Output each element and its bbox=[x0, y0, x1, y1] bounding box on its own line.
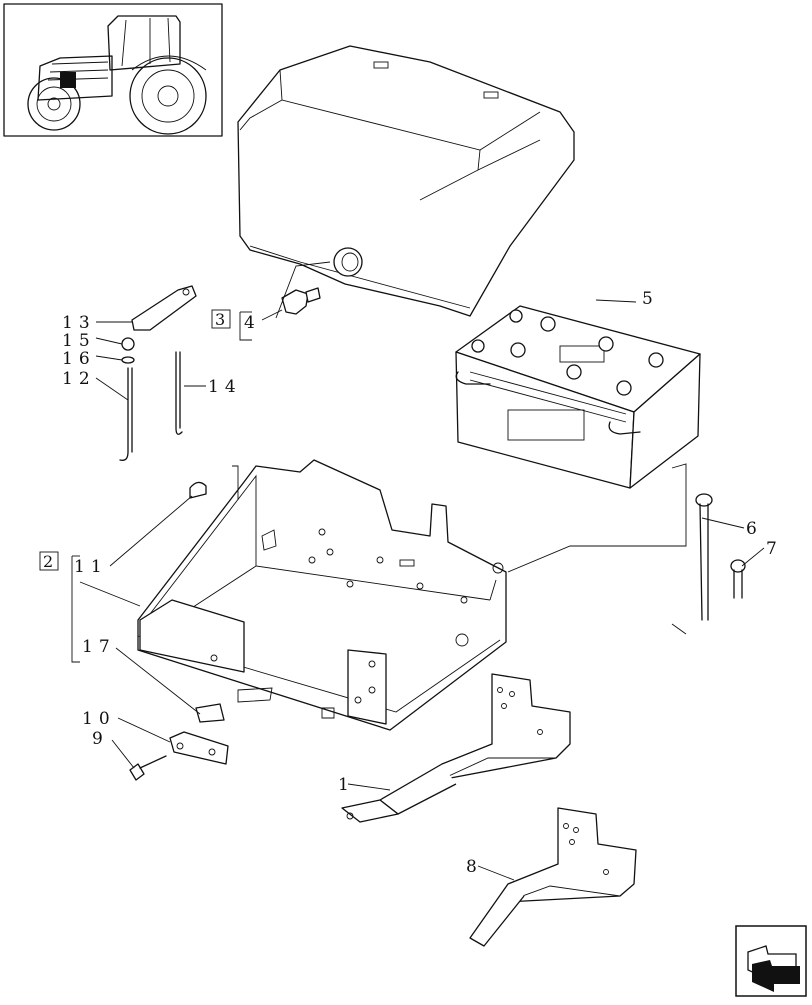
label-8: 8 bbox=[466, 857, 483, 877]
knob bbox=[281, 287, 321, 315]
label-16: 16 bbox=[62, 349, 96, 369]
label-3: 3 bbox=[215, 310, 225, 329]
location-marker-icon bbox=[60, 72, 76, 88]
label-12: 12 bbox=[62, 369, 96, 389]
label-6: 6 bbox=[746, 519, 763, 539]
label-13: 13 bbox=[62, 313, 96, 333]
label-7: 7 bbox=[766, 539, 783, 559]
battery-cover bbox=[237, 45, 575, 317]
label-box-3 bbox=[211, 309, 231, 329]
bracket-left bbox=[341, 673, 571, 823]
label-box-2 bbox=[39, 551, 59, 571]
battery bbox=[455, 305, 701, 489]
label-10: 10 bbox=[82, 709, 116, 729]
label-5: 5 bbox=[642, 289, 659, 309]
label-11: 11 bbox=[74, 557, 108, 577]
leader-lines bbox=[71, 261, 765, 881]
reference-labels: 3 4 5 13 15 16 12 14 2 11 17 10 9 6 7 1 … bbox=[39, 289, 783, 877]
tractor-thumbnail bbox=[3, 3, 223, 137]
label-14: 14 bbox=[208, 377, 242, 397]
label-17: 17 bbox=[82, 637, 116, 657]
label-15: 15 bbox=[62, 331, 96, 351]
label-1: 1 bbox=[338, 775, 355, 795]
label-2: 2 bbox=[43, 552, 53, 571]
next-page-arrow-icon[interactable] bbox=[735, 925, 807, 997]
battery-tray bbox=[137, 459, 507, 731]
label-9: 9 bbox=[92, 729, 109, 749]
label-4: 4 bbox=[244, 313, 261, 333]
bracket-right bbox=[469, 807, 637, 947]
